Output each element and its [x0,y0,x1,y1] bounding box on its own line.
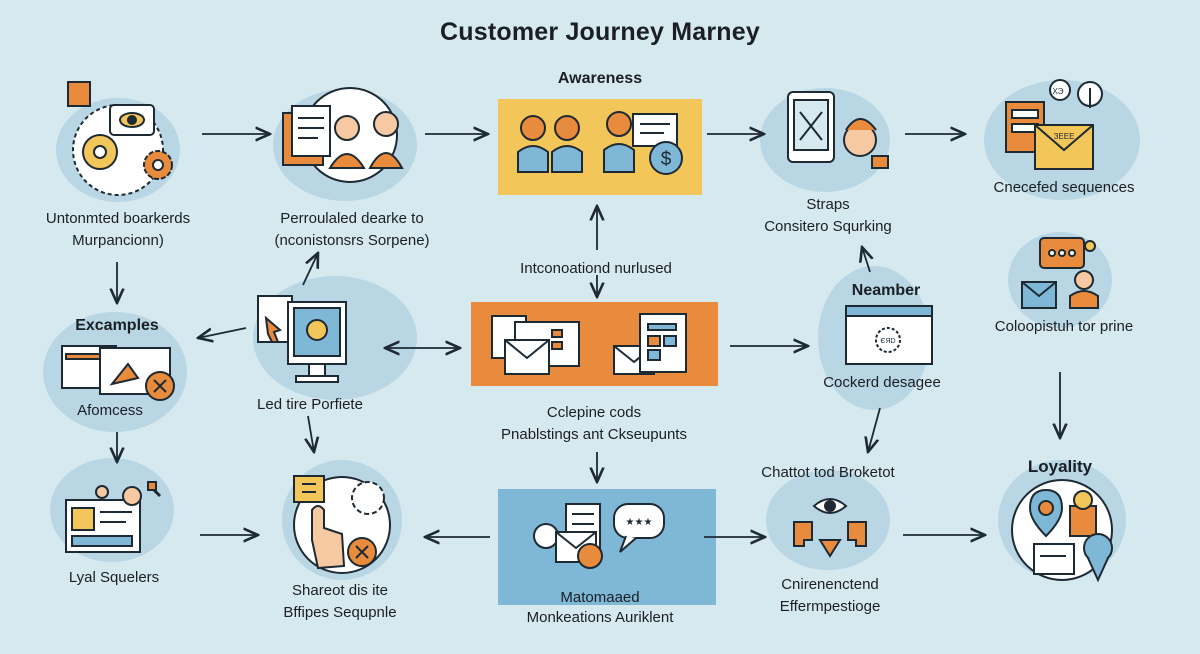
node-led-tire-line1: Led tire Porfiete [257,396,363,413]
node-cclepine-line2: Pnablstings ant Ckseupunts [501,426,687,443]
eye-arrows-icon [793,498,867,558]
diagram-title: Customer Journey Marney [440,18,760,46]
team-documents-icon [282,87,404,183]
node-cclepine: Cclepine cods Pnablstings ant Ckseupunts [501,402,687,446]
node-untonmted-line2: Murpancionn) [72,232,164,249]
node-shareot-line1: Shareot dis ite [292,582,388,599]
screen-settings-icon [845,305,933,365]
gear-badge-icon: ЄЯD [880,338,895,345]
node-loyality-heading: Loyality [1027,457,1093,476]
node-coloopistuh-line1: Coloopistuh tor prine [994,318,1134,335]
node-straps-line2: Consitero Squrking [764,218,892,235]
node-shareot: Shareot dis ite Bffipes Sequpnle [283,580,396,624]
chat-bubble-icon: XЭ [1052,87,1063,96]
dollar-icon: $ [661,149,672,170]
audience-money-icon [517,111,683,175]
node-perroulaled-line2: (nconistonsrs Sorpene) [274,232,430,249]
folder-pointer-icon [61,345,175,401]
email-campaign-icon [491,313,687,375]
review-email-icon [533,503,665,569]
hand-touch-icon [293,475,391,574]
node-perroulaled-line1: Perroulaled dearke to [280,210,424,227]
node-perroulaled: Perroulaled dearke to (nconistonsrs Sorp… [274,208,429,252]
node-excamples-line1: Afomcess [77,402,143,419]
profile-cards-icon [65,481,162,553]
node-chattot-line3: Effermpestioge [779,598,881,615]
node-intconoationd: Intconoationd nurlused [520,258,672,280]
node-coloopistuh: Coloopistuh tor prine [995,316,1133,338]
node-neamber-heading: Neamber [851,282,921,299]
node-straps: Straps Consitero Squrking [764,194,892,238]
node-straps-line1: Straps [806,196,850,213]
node-neamber-line1: Cockerd desagee [823,374,941,391]
node-cnecefed: Cnecefed sequences [994,177,1135,199]
node-excamples-heading: Excamples [75,317,159,334]
node-matomaaed-line2: Monkeations Auriklent [526,609,674,626]
node-cclepine-line1: Cclepine cods [546,404,642,421]
node-untonmted: Untonmted boarkerds Murpancionn) [46,208,190,252]
node-cnecefed-line1: Cnecefed sequences [993,179,1135,196]
email-sequence-icon [1005,79,1103,170]
automation-box [498,489,716,605]
node-chattot-line1: Chattot tod Broketot [761,464,895,481]
node-chattot-lower: Cnirenenctend Effermpestioge [780,574,881,618]
node-led-tire: Led tire Porfiete [257,394,363,416]
location-badges-icon [1011,479,1113,583]
node-intconoationd-line1: Intconoationd nurlused [520,260,672,277]
rating-stars-icon: ★★★ [626,517,653,528]
node-lyal: Lyal Squelers [69,567,159,589]
flow-arrows [117,134,1060,537]
node-untonmted-line1: Untonmted boarkerds [45,210,191,227]
chat-person-icon [1021,237,1099,309]
monitor-user-icon [257,295,347,383]
node-lyal-line1: Lyal Squelers [68,569,160,586]
node-matomaaed: Matomaaed Monkeations Auriklent [527,588,674,628]
mail-tag-icon: ЗЕЕЕ [1054,132,1075,141]
node-matomaaed-line1: Matomaaed [560,589,640,606]
tablet-user-icon [787,91,889,169]
node-chattot-line2: Cnirenenctend [781,576,879,593]
node-awareness-heading: Awareness [557,70,643,87]
node-shareot-line2: Bffipes Sequpnle [283,604,397,621]
gears-icon [67,81,173,196]
